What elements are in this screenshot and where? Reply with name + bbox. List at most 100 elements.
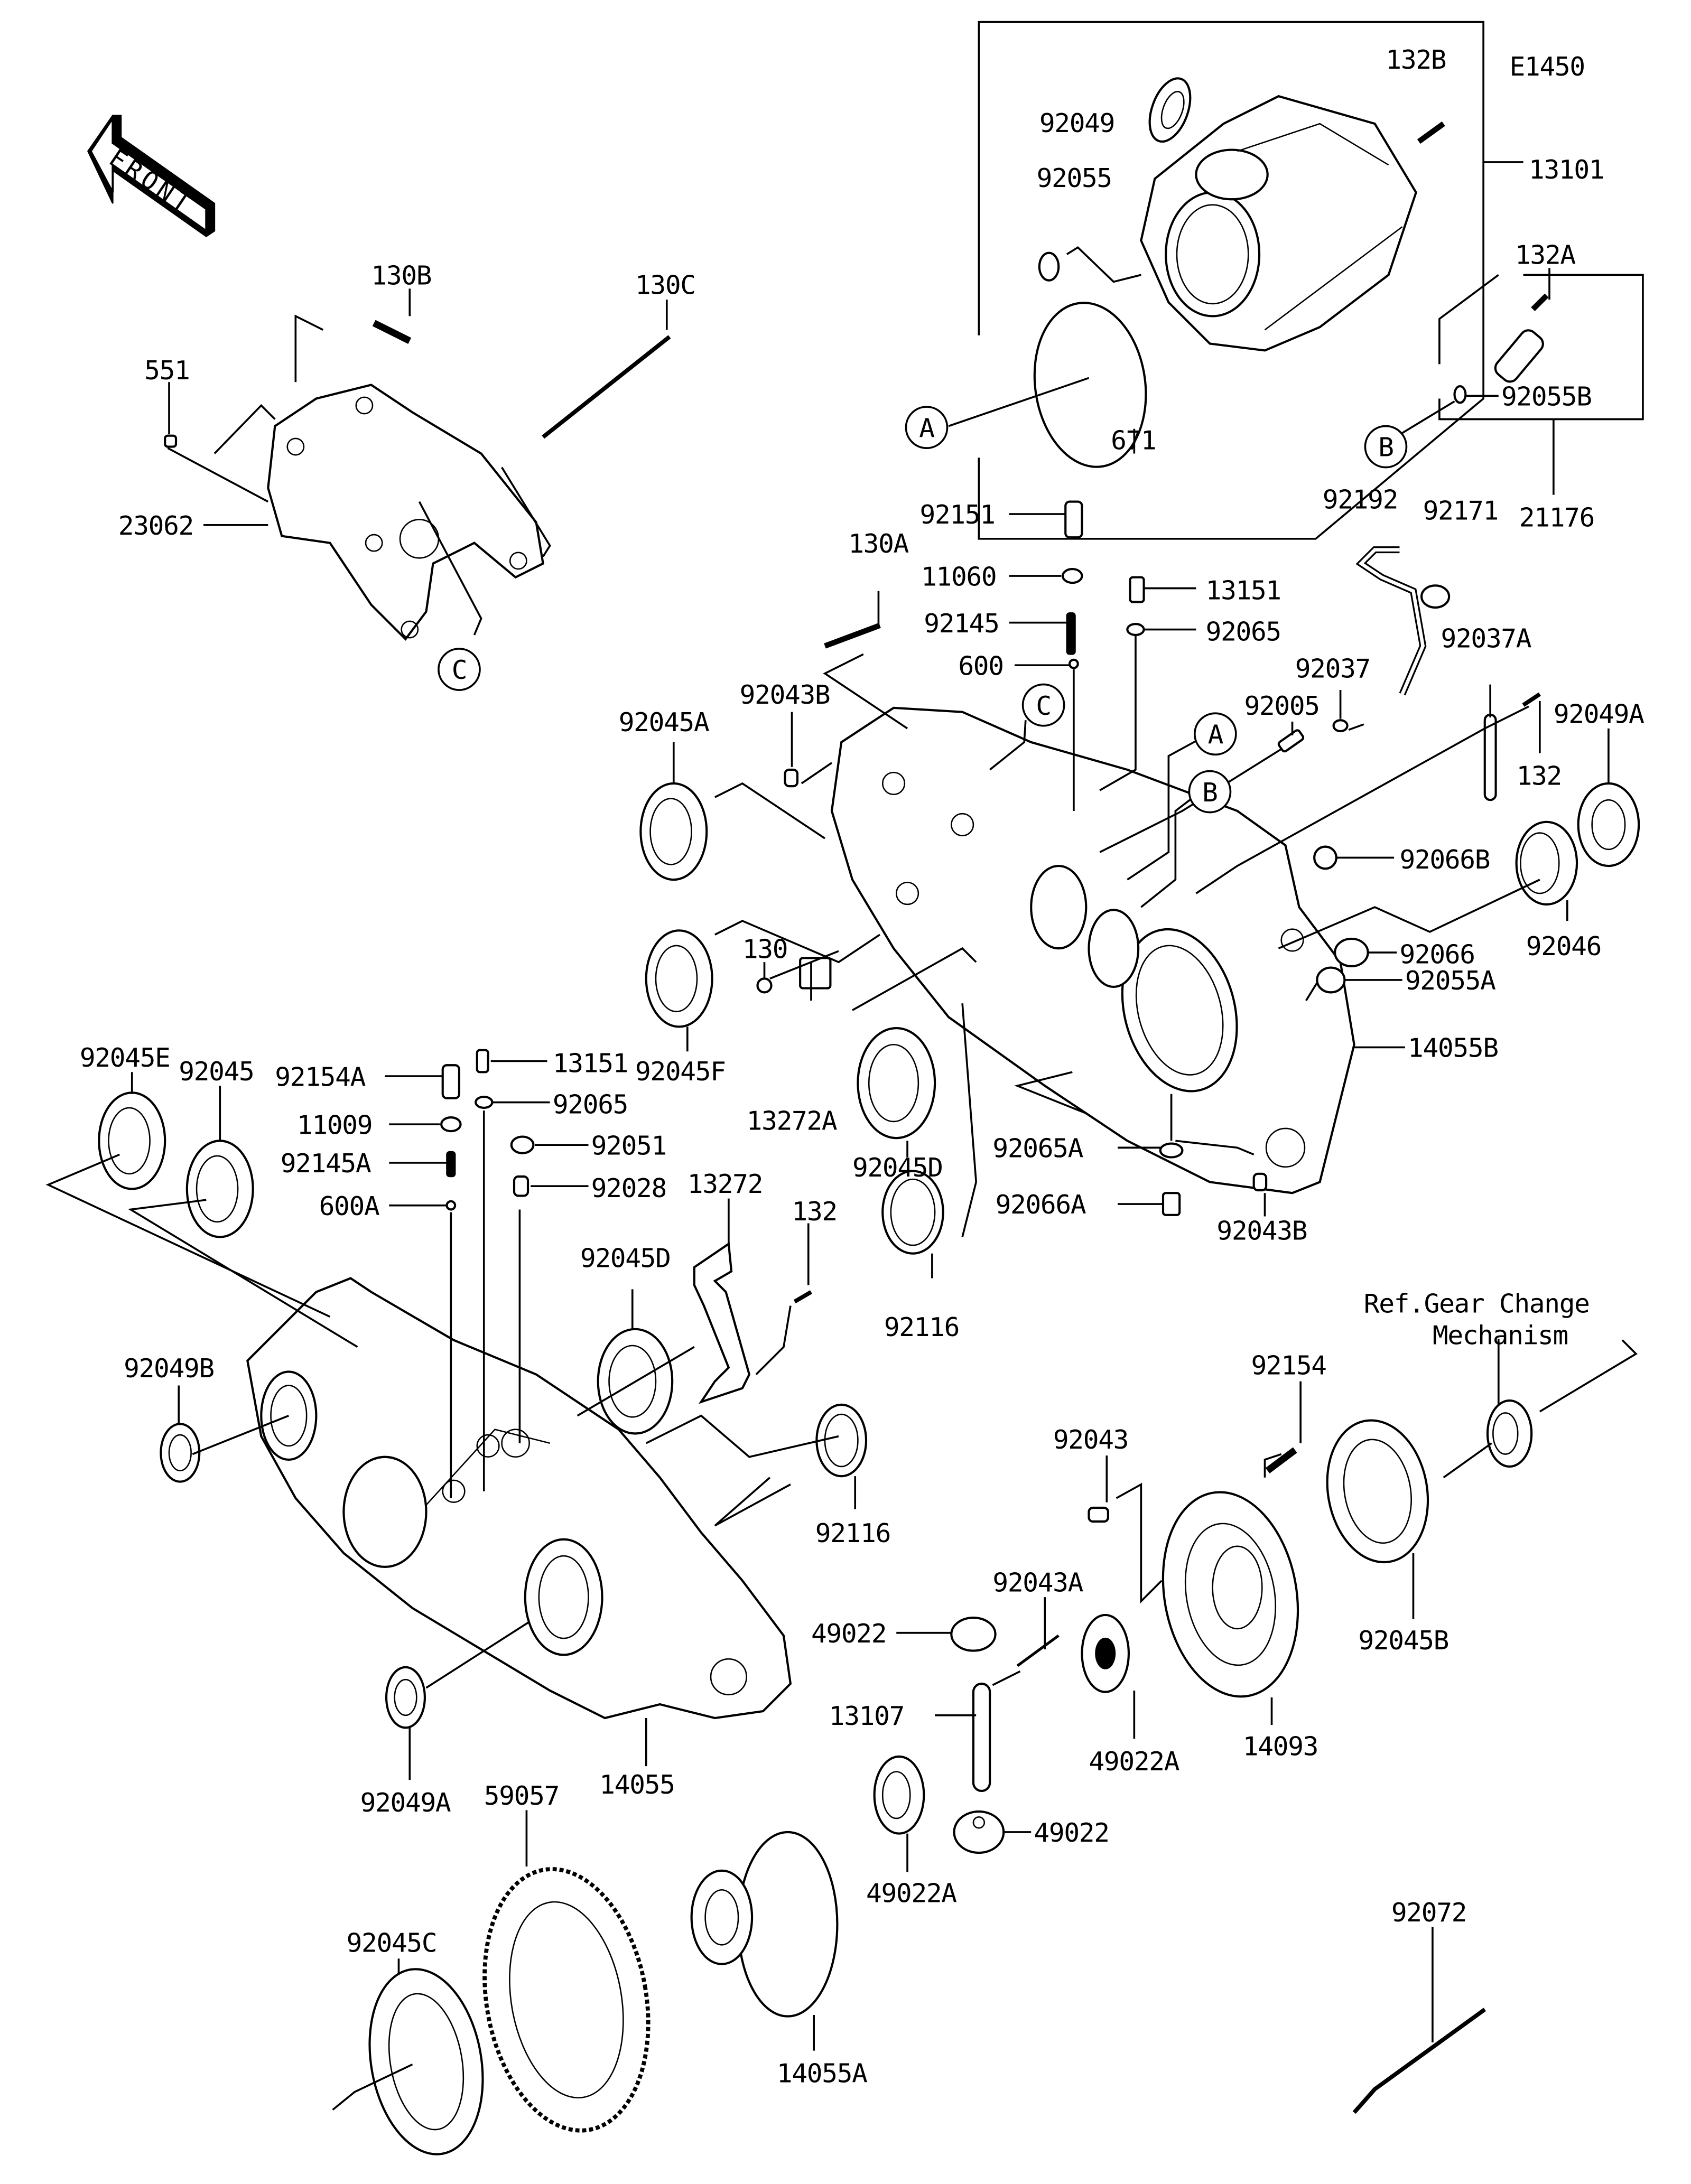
part-label: 14093 bbox=[1243, 1731, 1318, 1761]
part-pinion-gear-49022-upper bbox=[950, 1617, 997, 1652]
part-label: 92049A bbox=[1554, 698, 1644, 729]
callout-A-case: A bbox=[1193, 712, 1237, 756]
part-bolt-132A bbox=[1531, 293, 1549, 312]
part-washer-92065A bbox=[1159, 1142, 1184, 1159]
part-label: 600A bbox=[319, 1191, 379, 1221]
part-label: 130 bbox=[742, 934, 787, 964]
part-ball-600A bbox=[445, 1200, 457, 1211]
part-label: 92072 bbox=[1391, 1897, 1466, 1928]
part-ring-gear-59057 bbox=[482, 1867, 651, 2133]
part-label: 132A bbox=[1515, 240, 1575, 270]
callout-letter: A bbox=[919, 413, 934, 443]
part-washer-92065-upper bbox=[1126, 623, 1145, 637]
part-label: 92043A bbox=[992, 1567, 1083, 1598]
part-label: 130B bbox=[371, 260, 431, 291]
part-label: 92192 bbox=[1323, 484, 1398, 515]
callout-B-case: B bbox=[1188, 770, 1232, 814]
part-bolt-130A bbox=[824, 622, 881, 649]
reference-note-line1: Ref.Gear Change bbox=[1364, 1289, 1590, 1319]
part-dowel-92043B-lower bbox=[1252, 1172, 1268, 1192]
part-label: 92045 bbox=[179, 1056, 254, 1087]
part-label: 132 bbox=[1517, 761, 1562, 791]
part-label: 671 bbox=[1111, 425, 1156, 456]
part-label: 92055 bbox=[1037, 163, 1112, 193]
part-label: 49022A bbox=[1089, 1746, 1179, 1777]
part-label: 130C bbox=[635, 270, 695, 301]
part-bearing-92045A bbox=[639, 782, 708, 881]
part-switch-13151-lower bbox=[476, 1049, 489, 1074]
part-o-ring-92055 bbox=[1038, 251, 1060, 282]
leader-lines-diff bbox=[332, 1338, 1638, 2111]
part-bolt-130C bbox=[542, 335, 671, 439]
part-label: 92154A bbox=[275, 1061, 365, 1092]
part-label: 92043B bbox=[740, 679, 830, 710]
part-label: 92049A bbox=[360, 1787, 451, 1818]
part-label: 92065 bbox=[1206, 616, 1281, 647]
part-label: 11060 bbox=[921, 561, 996, 592]
callout-letter: B bbox=[1202, 777, 1217, 808]
part-dowel-92043B-upper bbox=[784, 768, 799, 788]
part-collar-92028 bbox=[513, 1175, 529, 1197]
part-needle-bearing-92046 bbox=[1515, 820, 1578, 906]
part-cable-tie-92072 bbox=[1352, 2008, 1486, 2114]
part-o-ring-671 bbox=[1033, 302, 1147, 468]
part-label: 13107 bbox=[829, 1701, 904, 1731]
part-label: 600 bbox=[958, 650, 1003, 681]
part-crankcase-14055B bbox=[830, 706, 1355, 1194]
part-bearing-92045 bbox=[185, 1140, 254, 1238]
part-washer-11009 bbox=[440, 1116, 462, 1133]
part-label: 92066B bbox=[1399, 844, 1490, 875]
part-label: 92066A bbox=[996, 1189, 1086, 1220]
part-label: 130A bbox=[848, 528, 908, 559]
callout-C-case: C bbox=[1021, 683, 1065, 727]
part-label: 92045F bbox=[635, 1056, 726, 1087]
callout-letter: A bbox=[1208, 719, 1223, 750]
part-label: 92051 bbox=[591, 1130, 666, 1161]
part-oil-seal-92049 bbox=[1148, 77, 1192, 143]
part-sleeve-92116-upper bbox=[881, 1170, 944, 1255]
part-engine-bracket-23062 bbox=[267, 384, 544, 641]
part-o-ring-92055A bbox=[1316, 966, 1346, 994]
part-bolt-130B bbox=[372, 320, 412, 344]
part-bolt-130 bbox=[756, 977, 773, 994]
part-bracket-13272A bbox=[799, 957, 832, 990]
part-plug-92066 bbox=[1334, 937, 1369, 968]
callout-C-bracket: C bbox=[438, 648, 481, 691]
part-side-gear-49022A-upper bbox=[1081, 1613, 1130, 1693]
part-label: 92046 bbox=[1526, 931, 1601, 962]
part-label: 92043B bbox=[1216, 1216, 1307, 1246]
part-label: 92049 bbox=[1039, 108, 1114, 138]
part-shift-fork-13272 bbox=[693, 1242, 751, 1404]
part-label: 49022A bbox=[866, 1878, 956, 1909]
part-switch-13151-upper bbox=[1129, 576, 1145, 603]
callout-B-top: B bbox=[1364, 425, 1408, 469]
part-bearing-92045F bbox=[645, 929, 713, 1028]
part-label: 21176 bbox=[1519, 502, 1594, 533]
reference-note-line2: Mechanism bbox=[1433, 1320, 1568, 1350]
part-washer-92065-lower bbox=[475, 1096, 494, 1109]
callout-letter: C bbox=[452, 655, 467, 685]
part-label: 92116 bbox=[884, 1312, 959, 1342]
part-label: 551 bbox=[144, 355, 189, 386]
part-labels: 132B 92049 13101 92055 671 132A 92055B 2… bbox=[80, 44, 1645, 2088]
front-arrow-icon: FRONT bbox=[87, 115, 216, 238]
diagram-code: E1450 bbox=[1510, 51, 1585, 82]
part-label: 92065 bbox=[553, 1089, 628, 1119]
part-label: 13151 bbox=[553, 1048, 628, 1078]
part-clamp-92037 bbox=[1332, 719, 1349, 733]
callout-letter: C bbox=[1036, 690, 1051, 721]
part-bearing-92045B bbox=[1326, 1419, 1429, 1564]
part-gear-change-hub bbox=[1486, 1399, 1533, 1468]
callout-letter: B bbox=[1378, 432, 1393, 463]
part-spring-92145A bbox=[446, 1151, 456, 1178]
part-label: 92065A bbox=[992, 1133, 1083, 1164]
part-label: 23062 bbox=[118, 510, 193, 541]
part-shift-drum-housing bbox=[1140, 95, 1417, 352]
part-label: 92145 bbox=[924, 608, 999, 639]
part-bolt-132-lower bbox=[793, 1290, 812, 1304]
callout-A-top: A bbox=[905, 406, 949, 449]
part-label: 59057 bbox=[484, 1780, 559, 1811]
part-oil-seal-92049A-lower bbox=[385, 1666, 426, 1729]
part-label: 92037A bbox=[1441, 623, 1531, 654]
part-label: 92045D bbox=[580, 1243, 671, 1274]
